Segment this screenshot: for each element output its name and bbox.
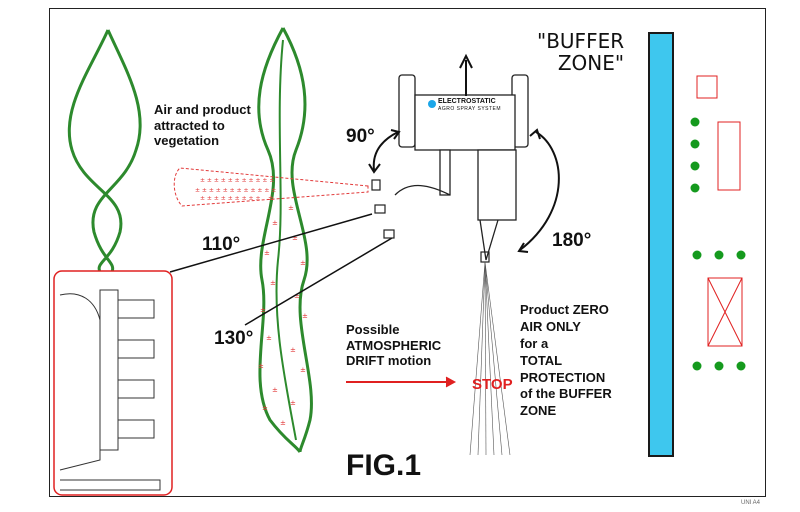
drop-logo-icon [428,100,436,108]
svg-text:±: ± [266,334,272,342]
svg-text:±: ± [272,219,278,227]
up-arrow [459,53,473,96]
footer-code: UNI A4 [741,500,761,506]
arc-arrow-180 [519,131,560,251]
brand-tagline: AGRO SPRAY SYSTEM [438,106,502,112]
svg-text:±: ± [272,386,278,394]
svg-text:±: ± [258,362,264,370]
svg-text:±: ± [260,306,266,314]
svg-text:±: ± [262,404,268,412]
air-spray-fan [469,261,511,456]
svg-text:±: ± [270,279,276,287]
svg-text:±: ± [300,259,306,267]
svg-text:± ± ± ± ± ± ± ± ± ± ± ±: ± ± ± ± ± ± ± ± ± ± ± ± [195,187,276,194]
label-stop: STOP [472,376,513,393]
brand-name: ELECTROSTATIC [438,98,496,105]
figure-frame [49,8,766,497]
charged-droplets-plant: ± ± ± ± ± ± ± ± ± ± ± ± ± ± ± ± ± ± [258,194,308,427]
svg-text:±: ± [290,346,296,354]
field-hatched-boxes [696,75,743,347]
nozzle-icons [371,179,490,263]
inset-sprayer-drawing [59,289,161,491]
field-green-dots [690,117,746,371]
svg-text:±: ± [292,234,298,242]
plant-middle [257,27,313,453]
svg-text:±: ± [288,204,294,212]
svg-text:±: ± [290,399,296,407]
plant-stem [275,39,297,441]
inset-photo-box [53,270,173,496]
angle-90: 90° [346,126,375,147]
svg-text:± ± ± ± ± ± ± ± ±: ± ± ± ± ± ± ± ± ± [200,195,261,202]
svg-text:± ± ± ± ± ± ± ± ± ± ±: ± ± ± ± ± ± ± ± ± ± ± [200,177,274,184]
svg-text:±: ± [300,366,306,374]
svg-text:±: ± [302,312,308,320]
buffer-strip [648,32,674,457]
plant-left [67,29,142,273]
label-drift: Possible ATMOSPHERIC DRIFT motion [346,322,442,369]
line-110 [169,213,373,273]
arc-arrow-90 [372,131,399,171]
label-attracted: Air and product attracted to vegetation [154,102,251,149]
buffer-zone-title: "BUFFER ZONE" [537,29,625,75]
svg-text:±: ± [268,194,274,202]
svg-text:±: ± [264,249,270,257]
svg-text:±: ± [294,292,300,300]
svg-text:±: ± [280,419,286,427]
label-buffer-note: Product ZERO AIR ONLY for a TOTAL PROTEC… [520,302,612,419]
spray-plume-left [173,167,369,207]
angle-110: 110° [202,234,241,255]
angle-180: 180° [552,230,592,251]
figure-title: FIG.1 [346,449,422,482]
line-130 [244,237,393,326]
angle-130: 130° [214,328,254,349]
